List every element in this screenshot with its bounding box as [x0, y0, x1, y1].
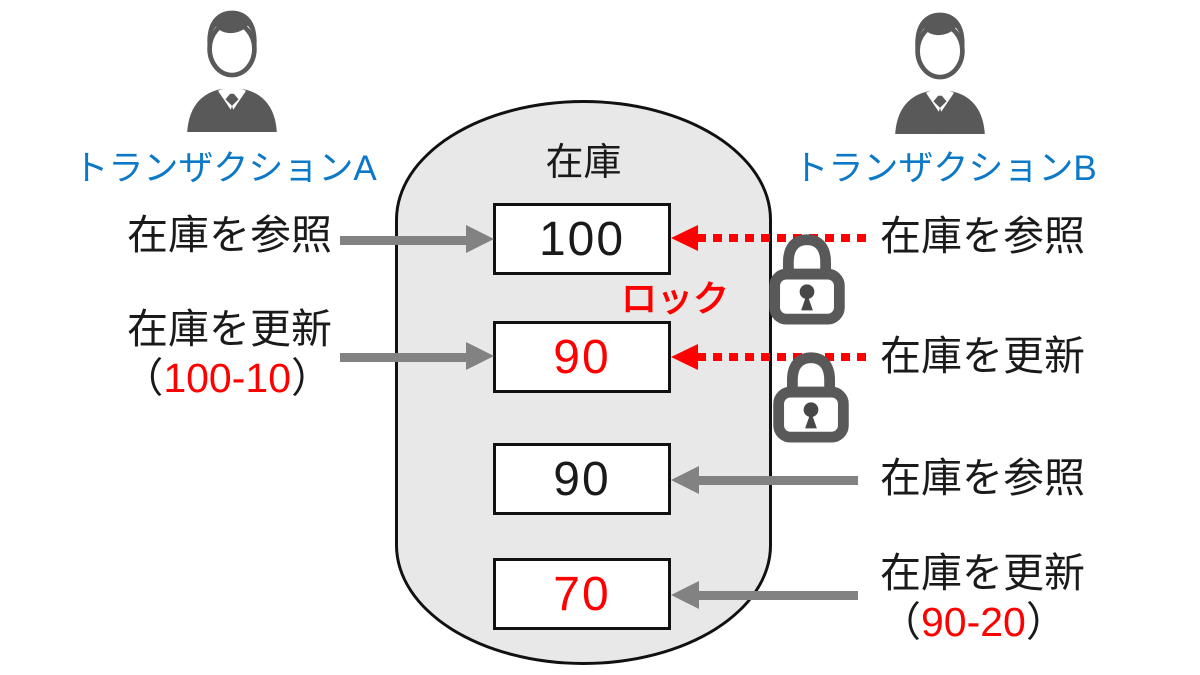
calc-paren-open: （: [122, 355, 164, 401]
txn-a-update-label: 在庫を更新: [127, 306, 332, 352]
record-value-4: 70: [553, 567, 611, 621]
arrow-b-read-blocked-head: [671, 225, 698, 251]
txn-b-update-label: 在庫を更新: [880, 550, 1085, 596]
person-a-icon: [187, 10, 277, 132]
record-box-1: 100: [493, 203, 671, 275]
arrow-a-update-head: [466, 342, 494, 370]
lock-icon-2: [773, 352, 849, 443]
txn-b-step-update-2: 在庫を更新 （90-20）: [880, 549, 1180, 647]
arrow-b-update-blocked-head: [671, 344, 698, 370]
arrow-b-read-head: [671, 466, 699, 494]
arrow-b-update-shaft: [698, 591, 858, 600]
calc-expression: 90-20: [921, 599, 1026, 645]
person-b-icon: [895, 12, 985, 134]
record-value-2: 90: [553, 330, 611, 384]
txn-b-update-calc: （90-20）: [880, 597, 1180, 647]
calc-paren-close: ）: [291, 355, 332, 401]
txn-a-step-read: 在庫を参照: [127, 212, 332, 258]
calc-paren-open: （: [880, 599, 921, 645]
record-box-3: 90: [493, 443, 671, 515]
transaction-b-label: トランザクションB: [793, 149, 1097, 188]
record-box-4: 70: [493, 558, 671, 630]
txn-a-step-update: 在庫を更新 （100-10）: [40, 305, 332, 403]
txn-a-update-calc: （100-10）: [40, 353, 332, 403]
transaction-a-label: トランザクションA: [73, 149, 377, 188]
lock-icon-1: [769, 234, 845, 325]
txn-b-step-read-2: 在庫を参照: [880, 455, 1085, 501]
lock-text-label: ロック: [620, 278, 729, 319]
arrow-b-update-head: [671, 581, 699, 609]
calc-expression: 100-10: [163, 355, 291, 401]
arrow-a-read-shaft: [340, 236, 470, 245]
txn-b-step-update-1: 在庫を更新: [880, 333, 1085, 379]
record-value-3: 90: [553, 452, 611, 506]
txn-b-step-read-1: 在庫を参照: [880, 213, 1085, 259]
record-value-1: 100: [538, 212, 626, 266]
database-title: 在庫: [545, 142, 622, 184]
arrow-a-read-head: [466, 225, 494, 253]
arrow-b-read-blocked-shaft: [697, 234, 870, 242]
calc-paren-close: ）: [1025, 599, 1067, 645]
arrow-a-update-shaft: [340, 353, 470, 362]
arrow-b-read-shaft: [698, 476, 858, 485]
record-box-2: 90: [493, 321, 671, 393]
arrow-b-update-blocked-shaft: [697, 353, 870, 361]
